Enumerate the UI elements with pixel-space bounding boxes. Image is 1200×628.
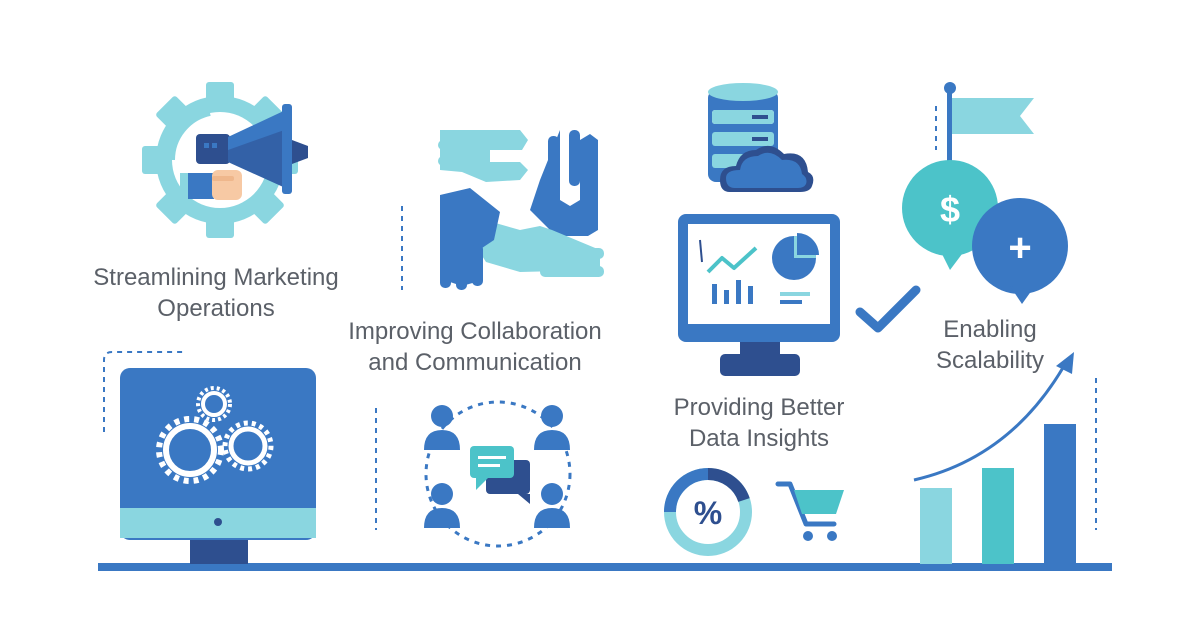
- percent-donut-icon: %: [664, 468, 752, 556]
- plus-bubble-icon: +: [972, 198, 1068, 304]
- dollar-symbol: $: [940, 189, 960, 230]
- team-communication-icon: [424, 400, 572, 548]
- label-better-data-insights: Providing Better Data Insights: [640, 392, 878, 454]
- label-enabling-scalability: Enabling Scalability: [920, 314, 1060, 376]
- gears-monitor-icon: [120, 368, 316, 564]
- label-line: and Communication: [368, 349, 582, 376]
- label-line: Data Insights: [688, 425, 830, 452]
- label-line: Improving Collaboration: [348, 318, 602, 345]
- growth-chart-icon: [913, 352, 1076, 564]
- label-line: Streamlining Marketing: [93, 264, 339, 291]
- flag-icon: [944, 82, 1034, 168]
- dashed-guide: [103, 351, 186, 432]
- label-line: Providing Better: [673, 394, 845, 421]
- checkmark-icon: [855, 285, 921, 333]
- plus-symbol: +: [1008, 226, 1031, 270]
- label-line: Scalability: [935, 347, 1045, 374]
- label-streamlining-marketing: Streamlining Marketing Operations: [60, 262, 372, 324]
- baseline-bar: [98, 563, 1112, 571]
- shopping-cart-icon: [775, 481, 844, 541]
- analytics-monitor-icon: [678, 214, 840, 376]
- percent-symbol: %: [694, 495, 722, 531]
- dollar-bubble-icon: $: [902, 160, 998, 270]
- label-line: Enabling: [943, 316, 1037, 343]
- cloud-icon: [720, 145, 814, 192]
- hands-teamwork-icon: [438, 130, 604, 290]
- label-line: Operations: [157, 295, 275, 322]
- label-improving-collaboration: Improving Collaboration and Communicatio…: [322, 316, 628, 378]
- megaphone-gear-icon: [142, 82, 308, 238]
